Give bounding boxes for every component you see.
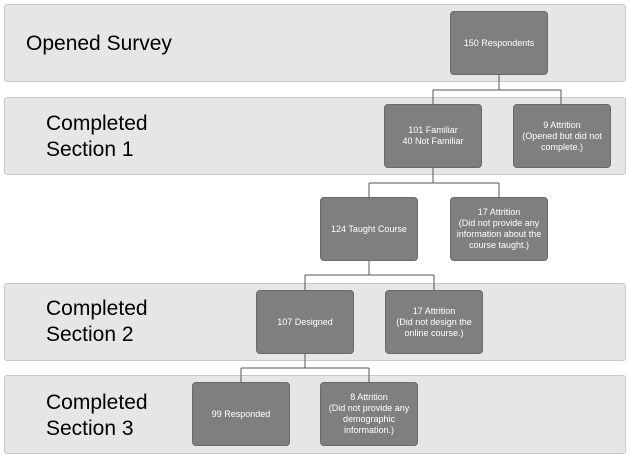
node-101-familiar: 101 Familiar 40 Not Familiar	[384, 104, 482, 168]
band-label-section-3: Completed Section 3	[46, 391, 148, 440]
node-attrition-17-design: 17 Attrition (Did not design the online …	[385, 290, 483, 354]
node-attrition-9: 9 Attrition (Opened but did not complete…	[513, 104, 611, 168]
node-124-taught-course: 124 Taught Course	[320, 197, 418, 261]
band-label-opened-survey: Opened Survey	[26, 32, 172, 55]
band-label-section-2: Completed Section 2	[46, 297, 148, 346]
node-150-respondents: 150 Respondents	[450, 11, 548, 75]
node-attrition-17-course: 17 Attrition (Did not provide any inform…	[450, 197, 548, 261]
band-label-section-1: Completed Section 1	[46, 112, 148, 161]
node-99-responded: 99 Responded	[192, 382, 290, 446]
band-section-3	[4, 375, 626, 454]
node-attrition-8: 8 Attrition (Did not provide any demogra…	[320, 382, 418, 446]
node-107-designed: 107 Designed	[256, 290, 354, 354]
